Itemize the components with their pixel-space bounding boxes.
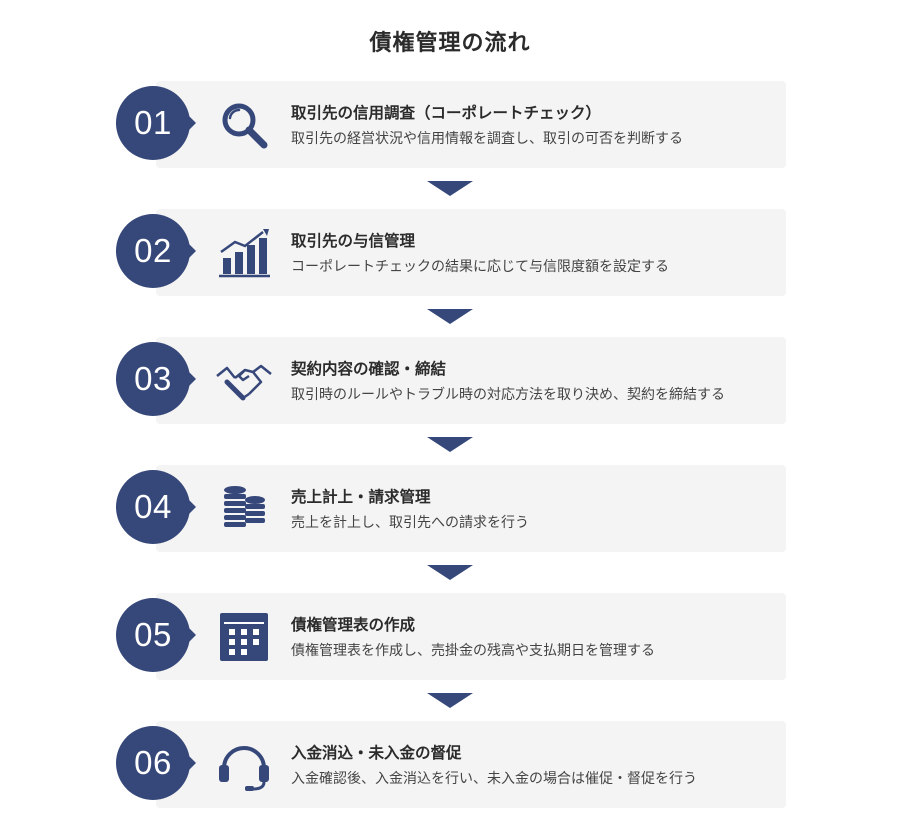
step-1: 01 取引先の信用調査（コーポレートチェック） 取引先の経営状況や信用情報を調査… <box>116 80 786 170</box>
page-title: 債権管理の流れ <box>369 31 531 56</box>
step-number-badge: 02 <box>116 214 190 288</box>
step-description: コーポレートチェックの結果に応じて与信限度額を設定する <box>291 259 669 275</box>
badge-pointer <box>188 243 196 259</box>
flow-arrow-down <box>427 181 473 196</box>
step-2: 02 取引先の与信管理 コーポレートチェックの結果に応じて与信限度額を設定する <box>116 208 786 298</box>
flow-arrow-down <box>427 565 473 580</box>
step-number-badge: 01 <box>116 86 190 160</box>
step-description: 取引時のルールやトラブル時の対応方法を取り決め、契約を締結する <box>291 387 725 403</box>
step-number-badge: 05 <box>116 598 190 672</box>
flow-arrow-down <box>427 693 473 708</box>
badge-pointer <box>188 499 196 515</box>
step-4: 04 売上計上・請求管理 売上を計上し、取引先への請求を行う <box>116 464 786 554</box>
headset-icon <box>215 738 273 792</box>
step-description: 債権管理表を作成し、売掛金の残高や支払期日を管理する <box>291 643 655 659</box>
step-card <box>156 81 786 168</box>
flow-arrow-down <box>427 309 473 324</box>
badge-pointer <box>188 755 196 771</box>
coins-stack-icon <box>215 482 273 536</box>
step-number-badge: 04 <box>116 470 190 544</box>
badge-pointer <box>188 115 196 131</box>
step-number-badge: 03 <box>116 342 190 416</box>
step-title: 取引先の信用調査（コーポレートチェック） <box>291 104 602 122</box>
step-5: 05 債権管理表の作成 債権管理表を作成し、売掛金の残高や支払期日を管理する <box>116 592 786 682</box>
handshake-icon <box>215 354 273 408</box>
badge-pointer <box>188 371 196 387</box>
step-3: 03 契約内容の確認・締結 取引時のルールやトラブル時の対応方法を取り決め、契約… <box>116 336 786 426</box>
step-title: 売上計上・請求管理 <box>291 488 431 506</box>
step-title: 契約内容の確認・締結 <box>291 360 447 378</box>
flow-arrow-down <box>427 437 473 452</box>
step-title: 入金消込・未入金の督促 <box>291 744 462 762</box>
bar-chart-growth-icon <box>215 226 273 280</box>
calendar-grid-icon <box>215 610 273 664</box>
step-description: 取引先の経営状況や信用情報を調査し、取引の可否を判断する <box>291 131 683 147</box>
step-number-badge: 06 <box>116 726 190 800</box>
step-description: 入金確認後、入金消込を行い、未入金の場合は催促・督促を行う <box>291 771 697 787</box>
step-title: 債権管理表の作成 <box>291 616 416 634</box>
step-description: 売上を計上し、取引先への請求を行う <box>291 515 529 531</box>
step-card <box>156 721 786 808</box>
magnifier-icon <box>215 98 273 152</box>
badge-pointer <box>188 627 196 643</box>
step-title: 取引先の与信管理 <box>291 232 416 250</box>
step-6: 06 入金消込・未入金の督促 入金確認後、入金消込を行い、未入金の場合は催促・督… <box>116 720 786 810</box>
